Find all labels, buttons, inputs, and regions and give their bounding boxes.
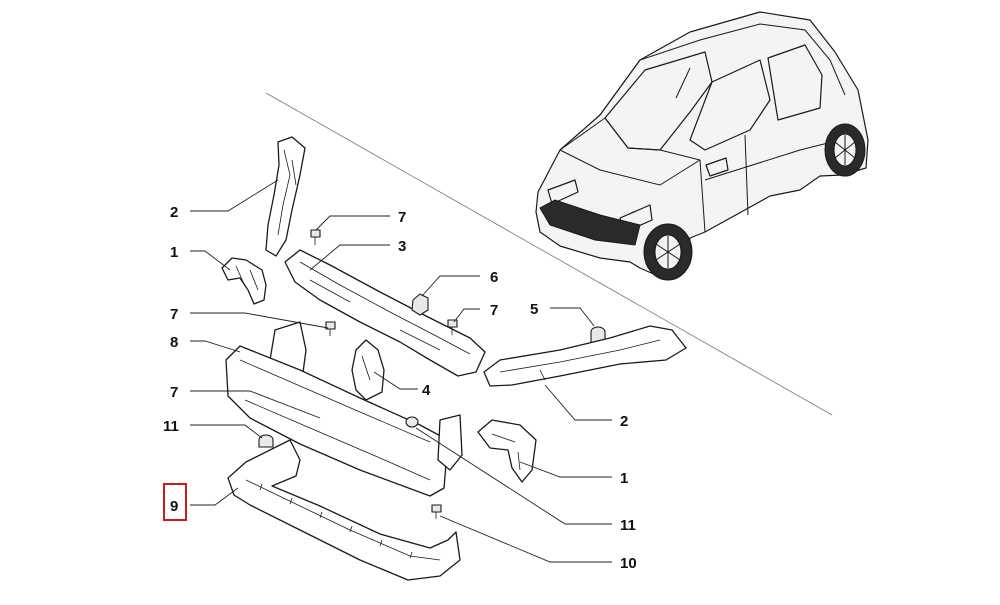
leader-lines: [190, 179, 612, 563]
callout-7-low-left: 7: [170, 384, 178, 401]
part-11-nut-b: [405, 416, 419, 428]
part-8-bumper-beam: [225, 321, 463, 497]
callout-5: 5: [530, 301, 538, 318]
part-2-left-side-member: [265, 136, 306, 257]
part-1-left-bracket: [221, 257, 267, 305]
callout-8: 8: [170, 334, 178, 351]
callout-11-right: 11: [620, 517, 636, 534]
callout-9: 9: [170, 498, 178, 515]
part-4-bracket: [351, 339, 385, 401]
part-9-lower-absorber: [227, 439, 461, 581]
callout-2-right: 2: [620, 413, 628, 430]
callout-2-left: 2: [170, 204, 178, 221]
callout-10: 10: [620, 555, 637, 572]
callout-9-highlight-box: [163, 483, 187, 521]
callout-4: 4: [422, 382, 431, 399]
part-3-upper-crossmember: [284, 249, 486, 377]
part-1-right-bracket: [477, 419, 537, 483]
callout-labels: 2 1 7 3 6 7 5 7 8 4 7 2 11 1 9 11 10: [163, 204, 637, 572]
callout-3: 3: [398, 238, 406, 255]
vehicle-illustration: [535, 11, 869, 281]
callout-1-left: 1: [170, 244, 178, 261]
part-7-bolt-e: [431, 504, 442, 519]
callout-7-top: 7: [398, 209, 406, 226]
callout-1-right: 1: [620, 470, 628, 487]
callout-7-mid-right: 7: [490, 302, 498, 319]
part-2-right-side-member: [483, 325, 687, 387]
part-7-bolt-c: [325, 321, 336, 336]
part-11-nut-a: [258, 434, 274, 448]
part-7-bolt-a: [310, 229, 321, 245]
callout-7-mid-left: 7: [170, 306, 178, 323]
callout-6: 6: [490, 269, 498, 286]
part-6-plug: [411, 293, 429, 316]
section-divider: [265, 92, 833, 416]
part-7-bolt-b: [447, 319, 458, 335]
callout-11-left: 11: [163, 418, 179, 435]
